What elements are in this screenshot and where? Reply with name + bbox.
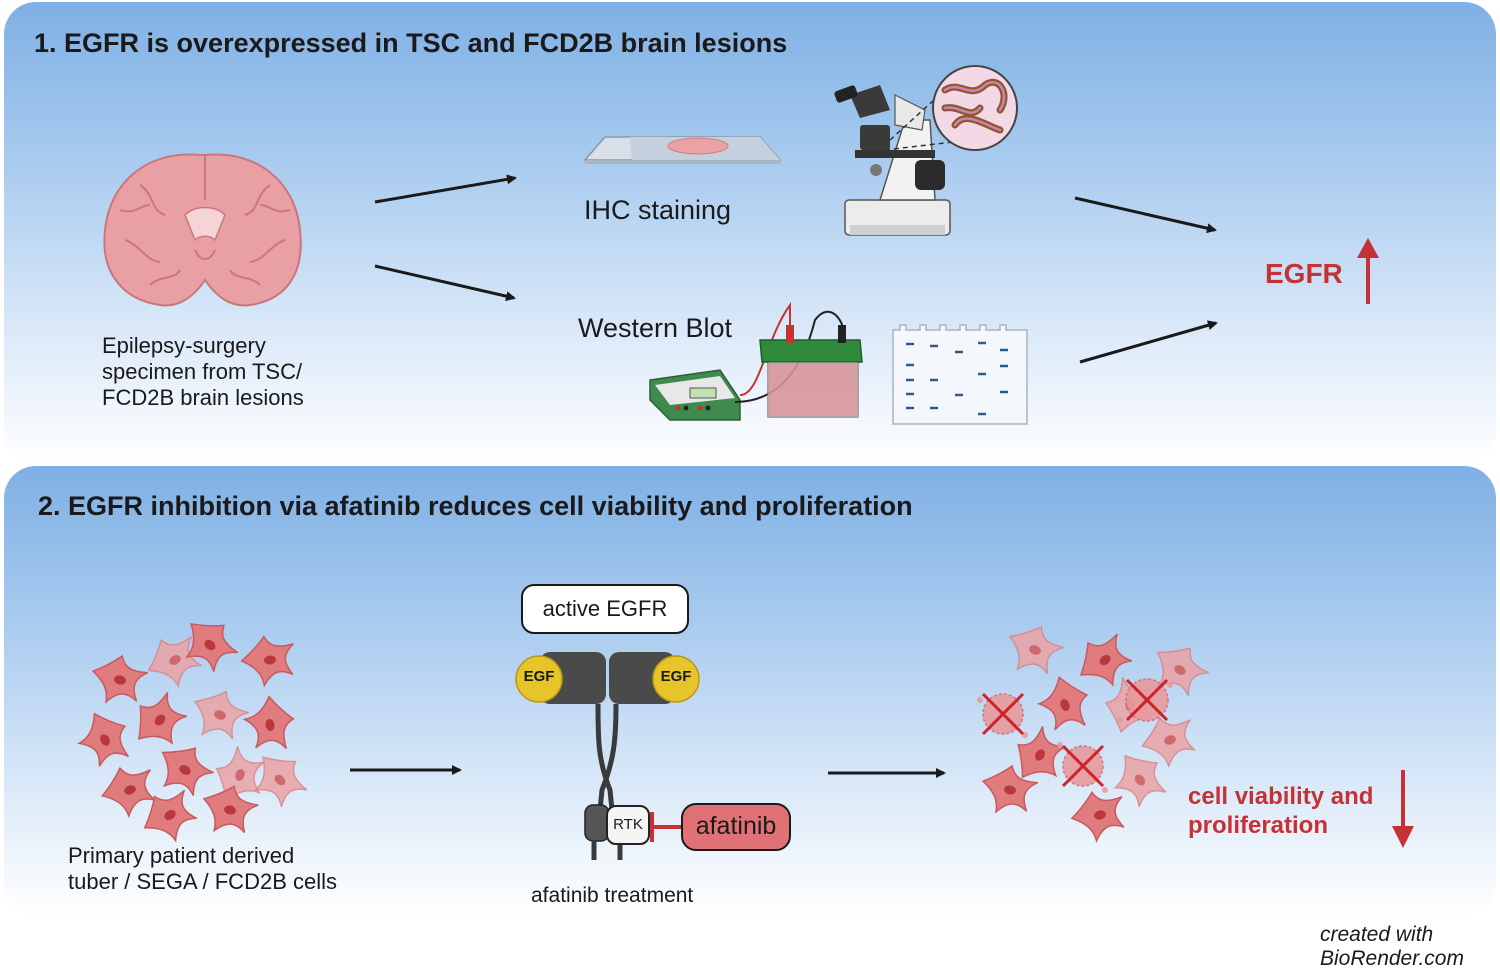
dead-cells-icon	[977, 617, 1216, 847]
arrow-ihc-to-result	[1074, 196, 1217, 234]
cells-label-line: Primary patient derived	[68, 843, 295, 868]
brain-icon	[103, 153, 302, 307]
microscope-icon	[834, 65, 1018, 236]
blot-membrane-icon	[892, 324, 1028, 425]
panel2-title: 2. EGFR inhibition via afatinib reduces …	[38, 491, 913, 521]
arrow-to-ihc	[374, 174, 517, 204]
specimen-label-line: specimen from TSC/	[102, 359, 303, 384]
ihc-label: IHC staining	[584, 195, 732, 225]
cell-cluster-icon	[69, 607, 317, 852]
egfr-receptor-icon	[515, 652, 700, 860]
egf-left-label: EGF	[523, 668, 555, 685]
specimen-label-line: FCD2B brain lesions	[102, 385, 304, 410]
rtk-label: RTK	[613, 816, 643, 833]
credit-line: BioRender.com	[1320, 947, 1464, 970]
specimen-label: Epilepsy-surgery specimen from TSC/ FCD2…	[102, 333, 304, 411]
egfr-result-label: EGFR	[1265, 258, 1343, 289]
afatinib-label: afatinib	[695, 812, 777, 840]
viability-result-label: cell viability and proliferation	[1188, 782, 1373, 840]
panel1-title: 1. EGFR is overexpressed in TSC and FCD2…	[34, 28, 788, 58]
treatment-label: afatinib treatment	[531, 884, 694, 907]
arrow-wb-to-result	[1079, 320, 1218, 364]
viability-result-line: proliferation	[1188, 812, 1329, 839]
biorender-credit: created with BioRender.com	[1320, 923, 1464, 971]
cells-label: Primary patient derived tuber / SEGA / F…	[68, 843, 337, 895]
afatinib-pill	[681, 803, 791, 851]
power-supply-icon	[649, 369, 741, 421]
egf-right-label: EGF	[660, 668, 692, 685]
viability-result-line: cell viability and	[1188, 783, 1374, 810]
western-blot-label: Western Blot	[578, 313, 733, 343]
cells-label-line: tuber / SEGA / FCD2B cells	[68, 869, 337, 894]
gel-box-icon	[759, 325, 863, 418]
slide-icon	[583, 136, 782, 164]
specimen-label-line: Epilepsy-surgery	[102, 333, 266, 358]
credit-line: created with	[1320, 923, 1434, 946]
arrow-to-wb	[374, 264, 516, 302]
active-egfr-label: active EGFR	[542, 596, 668, 621]
active-egfr-box	[521, 584, 689, 634]
